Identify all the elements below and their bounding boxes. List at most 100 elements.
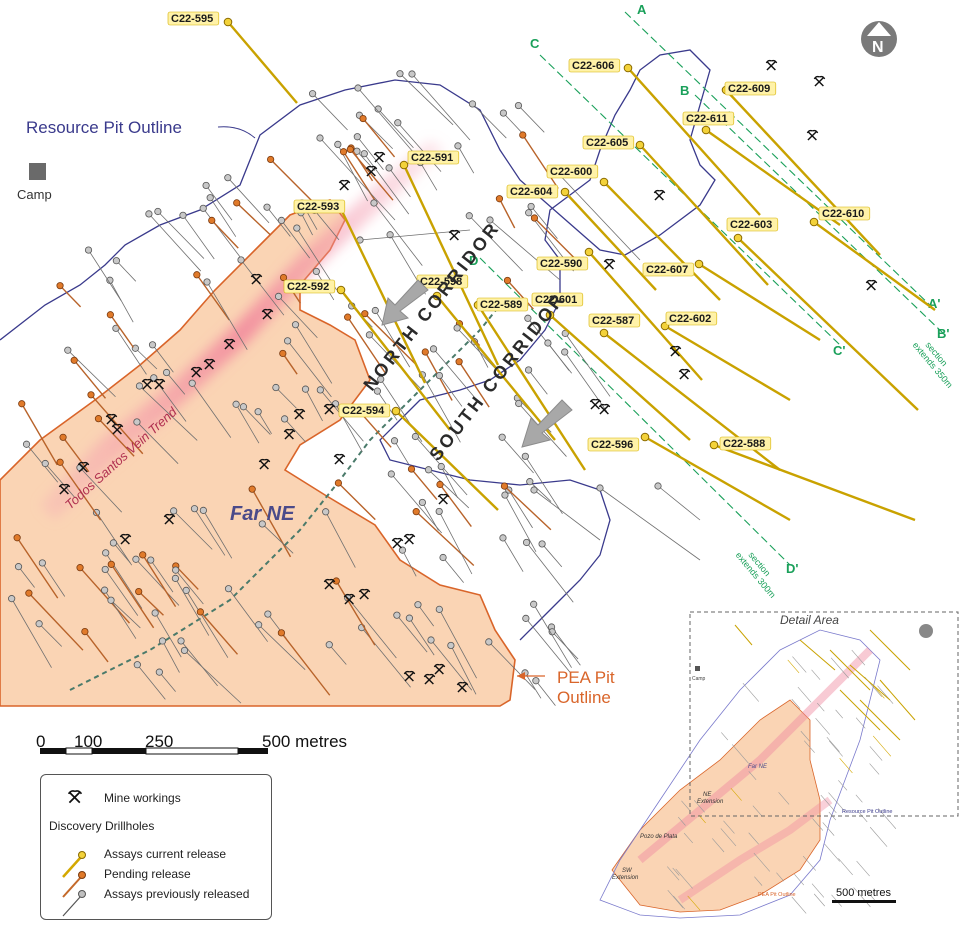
drillhole-c22-590[interactable]: C22-590	[536, 247, 703, 381]
previous-drillhole	[206, 194, 237, 237]
camp-label: Camp	[17, 187, 52, 202]
mine-workings-icon	[603, 258, 616, 270]
previous-drillhole	[470, 338, 489, 368]
drillhole-trace	[639, 144, 769, 286]
drillhole-trace	[813, 221, 936, 311]
mine-workings-icon	[678, 368, 691, 380]
drillhole-trace	[588, 251, 703, 381]
previous-drillhole	[232, 400, 260, 444]
drillhole-trace	[627, 67, 761, 216]
drillhole-collar	[223, 17, 233, 27]
previous-drillhole	[107, 596, 141, 629]
inset-map: Detail Area Camp Far NE NE Extension Poz…	[599, 611, 959, 919]
previous-drillhole	[38, 559, 66, 597]
drillhole-c22-591[interactable]: C22-591	[399, 150, 500, 366]
drillhole-c22-601[interactable]: C22-601	[531, 292, 691, 441]
svg-text:section extends 350m: section extends 350m	[911, 334, 961, 390]
drillhole-c22-606[interactable]: C22-606	[568, 58, 761, 216]
inset-far-ne-label: Far NE	[748, 764, 768, 770]
inset-scale-label: 500 metres	[836, 887, 892, 899]
inset-resource-pit	[599, 629, 881, 919]
drillhole-label: C22-595	[171, 13, 213, 25]
previous-drillhole	[501, 491, 537, 553]
pending-drillhole	[76, 564, 131, 624]
inset-sw-extension-2: Extension	[612, 875, 639, 881]
drillhole-c22-588[interactable]: C22-588	[709, 436, 916, 522]
drillhole-c22-592[interactable]: C22-592	[283, 279, 451, 431]
pending-drillhole	[279, 349, 298, 375]
previous-drillhole	[133, 418, 179, 464]
previous-drillhole	[322, 508, 356, 568]
drillhole-collar	[640, 432, 650, 442]
drillhole-c22-609[interactable]: C22-609	[721, 81, 881, 256]
previous-drillhole	[514, 101, 545, 133]
previous-drillhole	[435, 605, 477, 679]
drillhole-c22-603[interactable]: C22-603	[726, 217, 919, 411]
pending-drillhole	[56, 458, 102, 521]
drillhole-c22-589[interactable]: C22-589	[473, 297, 587, 471]
pending-drillhole	[407, 465, 438, 501]
drillhole-c22-604[interactable]: C22-604	[506, 184, 657, 291]
section-d-prime-label: D'	[786, 561, 798, 576]
drillhole-c22-611[interactable]: C22-611	[682, 111, 841, 226]
drillhole-collar	[399, 160, 409, 170]
drillhole-label: C22-591	[411, 152, 453, 164]
legend-pending-icon	[78, 871, 86, 879]
pending-drillhole	[359, 114, 396, 158]
scale-tick-500: 500 metres	[262, 732, 347, 751]
previous-drillhole	[237, 256, 285, 316]
previous-drillhole	[182, 586, 229, 658]
drillhole-label: C22-592	[287, 281, 329, 293]
drillhole-label-bg	[506, 184, 559, 199]
previous-drillhole	[390, 437, 410, 465]
pending-drillhole	[346, 145, 394, 201]
drillhole-trace	[725, 89, 881, 256]
previous-drillhole	[370, 199, 423, 266]
drillhole-label-bg	[588, 313, 641, 328]
previous-drillhole	[133, 661, 166, 700]
previous-drillhole	[385, 164, 411, 198]
mine-workings-icon	[598, 403, 611, 415]
drillhole-trace	[402, 164, 500, 366]
previous-drillhole	[239, 403, 271, 435]
pending-drillhole	[139, 551, 177, 608]
svg-text:section extends 300m: section extends 300m	[734, 544, 786, 600]
drillhole-label-bg	[726, 217, 779, 232]
drillhole-c22-598[interactable]: C22-598	[416, 274, 556, 441]
inset-north-arrow-icon	[919, 624, 933, 638]
previous-drillhole	[84, 246, 122, 301]
previous-drillhole	[499, 109, 524, 135]
drillhole-label: C22-594	[342, 405, 385, 417]
drillhole-label: C22-602	[669, 313, 711, 325]
section-a-label: A	[637, 2, 647, 17]
previous-drillhole	[538, 540, 563, 568]
mine-workings-icon	[403, 533, 416, 545]
previous-drillhole	[427, 636, 473, 691]
previous-drillhole	[162, 368, 186, 395]
previous-drillhole	[291, 321, 333, 384]
drillhole-c22-595[interactable]: C22-595	[167, 11, 298, 104]
previous-drillhole	[530, 600, 572, 668]
drillhole-label: C22-605	[586, 137, 628, 149]
drillhole-c22-602[interactable]: C22-602	[660, 311, 791, 402]
section-b-prime-label: B'	[937, 326, 949, 341]
previous-drillhole	[596, 484, 701, 561]
drillhole-c22-596[interactable]: C22-596	[587, 432, 791, 522]
drillhole-c22-610[interactable]: C22-610	[809, 206, 936, 311]
mine-workings-icon	[865, 279, 878, 291]
drillhole-c22-594[interactable]: C22-594	[338, 403, 499, 511]
previous-drillhole	[414, 601, 435, 627]
drillhole-c22-600[interactable]: C22-600	[546, 164, 721, 301]
pending-drillhole	[248, 485, 292, 558]
previous-drillhole	[544, 339, 570, 371]
legend-current-icon	[78, 851, 86, 859]
legend-previous-icon	[78, 890, 86, 898]
previous-drillhole	[437, 462, 459, 499]
drillhole-c22-607[interactable]: C22-607	[642, 259, 821, 342]
drillhole-c22-593[interactable]: C22-593	[293, 199, 427, 384]
previous-drillhole	[522, 614, 571, 673]
corridor-dashed-path	[69, 304, 501, 691]
drillhole-label-bg	[587, 437, 640, 452]
detail-area-title: Detail Area	[780, 613, 839, 627]
drillhole-c22-605[interactable]: C22-605	[582, 135, 769, 286]
